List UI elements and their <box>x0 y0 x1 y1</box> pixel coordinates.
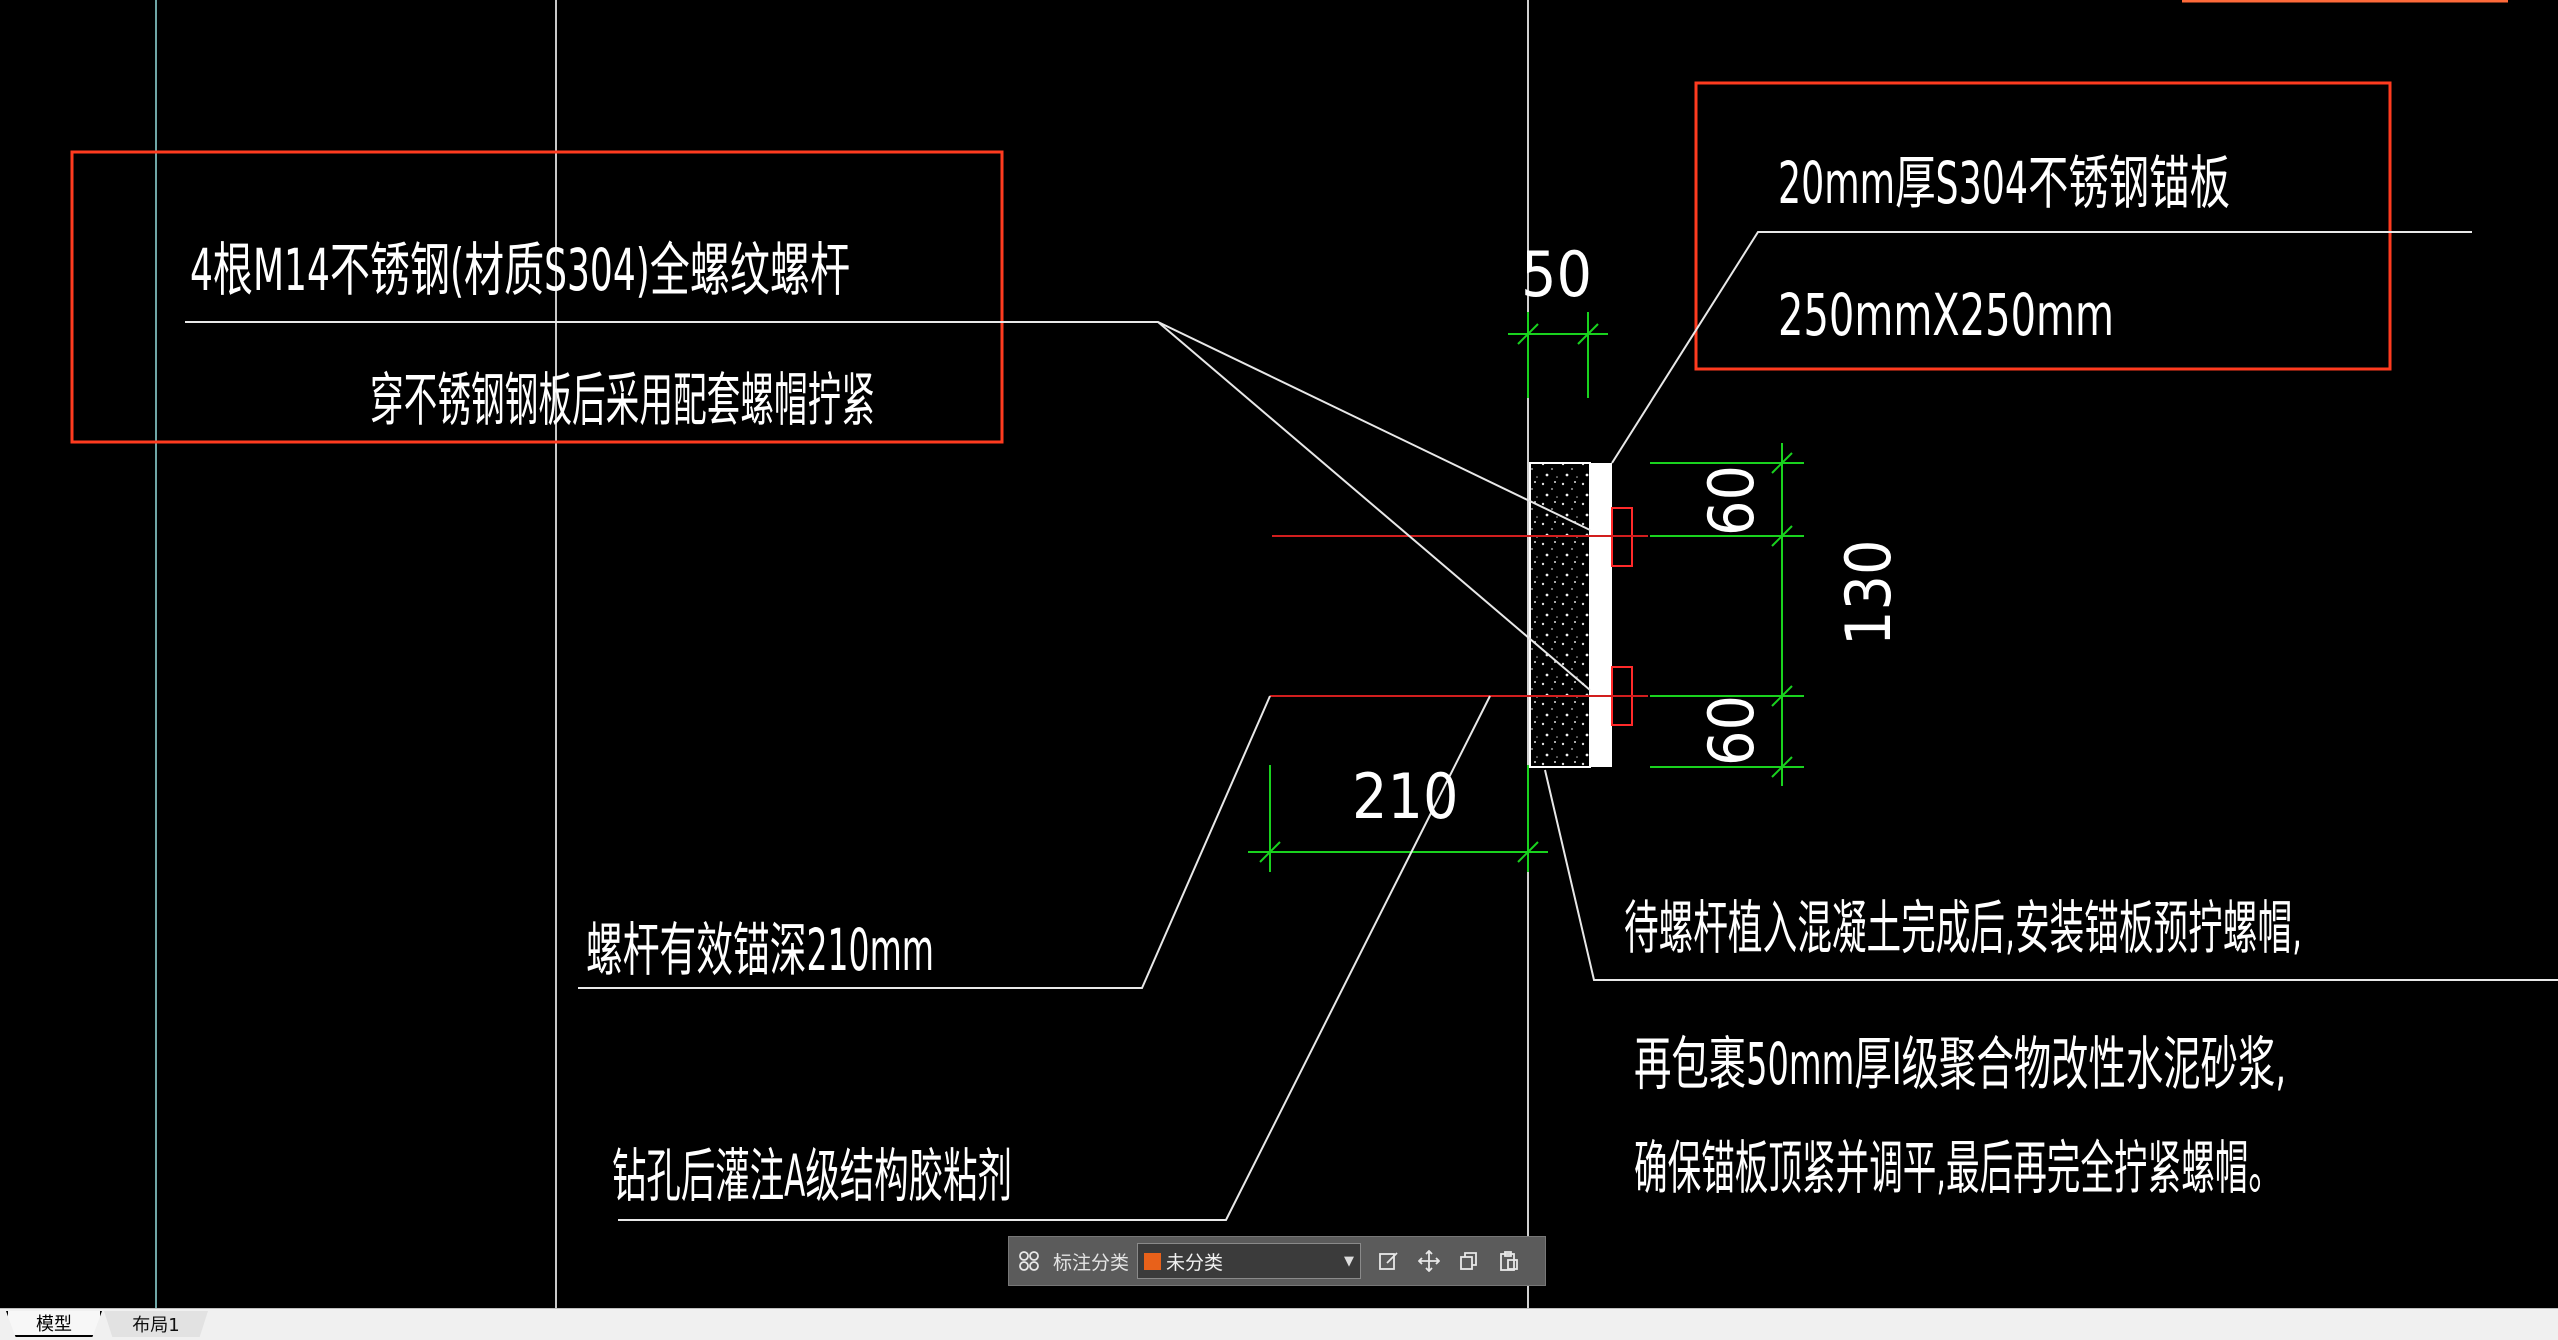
leader-lines <box>185 231 2558 1221</box>
tab-layout1[interactable]: 布局1 <box>104 1311 208 1337</box>
tab-layout1-label: 布局1 <box>132 1315 180 1336</box>
grid-icon[interactable] <box>1009 1241 1049 1281</box>
dim-right-130: 130 <box>1832 540 1905 646</box>
tab-model-label: 模型 <box>36 1314 72 1335</box>
move-icon[interactable] <box>1409 1241 1449 1281</box>
anchor-depth-note: 螺杆有效锚深210mm <box>586 916 934 984</box>
tab-model[interactable]: 模型 <box>6 1311 102 1337</box>
rod-note-line2: 穿不锈钢钢板后采用配套螺帽拧紧 <box>370 366 875 434</box>
category-color-swatch <box>1144 1252 1162 1270</box>
cad-drawing-canvas[interactable]: 50 210 60 130 60 4根M14不锈钢(材质S304)全螺纹螺杆 穿… <box>0 0 2558 1308</box>
copy-icon[interactable] <box>1449 1241 1489 1281</box>
plate-note-line1: 20mm厚S304不锈钢锚板 <box>1778 149 2230 217</box>
dim-right-60-upper: 60 <box>1695 465 1768 536</box>
adhesive-note: 钻孔后灌注A级结构胶粘剂 <box>612 1142 1012 1210</box>
layout-tab-bar: 模型 布局1 <box>0 1308 2558 1340</box>
rod-note-highlight-box <box>70 150 1004 444</box>
plate-note-highlight-box <box>1694 81 2392 371</box>
edit-icon[interactable] <box>1369 1241 1409 1281</box>
anchor-detail <box>1270 462 1648 768</box>
grout-layer <box>1529 462 1591 768</box>
annotation-category-dropdown[interactable]: 未分类 ▼ <box>1137 1243 1362 1279</box>
dim-right-60-lower: 60 <box>1695 695 1768 766</box>
install-note-line1: 待螺杆植入混凝土完成后,安装锚板预拧螺帽, <box>1624 894 2302 962</box>
chevron-down-icon: ▼ <box>1344 1253 1355 1269</box>
plate-note-line2: 250mmX250mm <box>1778 281 2114 349</box>
install-note-line2: 再包裹50mm厚I级聚合物改性水泥砂浆, <box>1634 1030 2286 1098</box>
annotation-category-value: 未分类 <box>1166 1251 1224 1274</box>
dim-top-50: 50 <box>1521 238 1592 311</box>
paste-icon[interactable] <box>1489 1241 1529 1281</box>
install-note-line3: 确保锚板顶紧并调平,最后再完全拧紧螺帽。 <box>1634 1134 2282 1202</box>
steel-anchor-plate <box>1590 463 1612 767</box>
dim-left-210: 210 <box>1352 760 1458 833</box>
rod-note-line1: 4根M14不锈钢(材质S304)全螺纹螺杆 <box>190 236 850 304</box>
annotation-toolbar: 标注分类 未分类 ▼ <box>1008 1236 1546 1286</box>
annotation-category-label: 标注分类 <box>1053 1251 1130 1274</box>
dimension-lines <box>1248 312 1804 872</box>
